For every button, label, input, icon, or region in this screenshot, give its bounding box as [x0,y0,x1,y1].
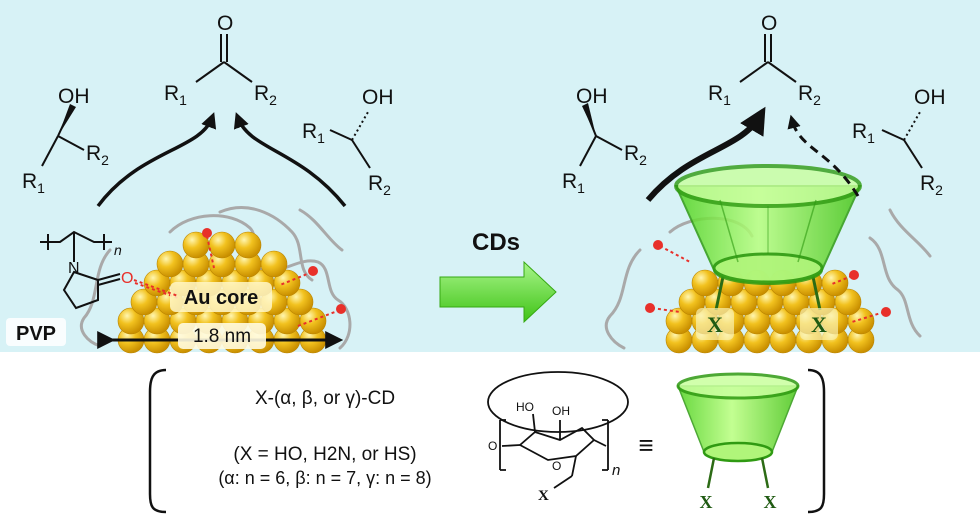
wedge-bond-right [582,103,596,136]
gold-atom [691,269,719,297]
x-anchor-left: X [707,312,723,337]
r-ketone-r1: R1 [708,82,731,108]
ketone-left-r1: R1 [164,82,187,108]
wedge-bond [58,104,76,136]
n-definition-text: (α: n = 6, β: n = 7, γ: n = 8) [218,468,432,488]
struct-oh: OH [552,404,570,418]
pvp-label-bg [6,318,66,346]
x-definition-text: (X = HO, H2N, or HS) [233,444,417,465]
cd-x-left: X [700,492,713,512]
x-anchor-right: X [811,312,827,337]
alcohol-r-right-panel [881,111,923,169]
alcohol-left-oh: OH [58,85,90,108]
alcohol-r-left-panel [329,111,371,169]
oxygen-contacts-right [651,245,885,323]
r-alcohol-right-r2: R2 [920,172,943,198]
bottom-brackets [148,368,826,514]
pvp-o-atom: O [121,270,133,287]
oxidation-arrows-left [96,112,347,208]
alcohol-s-left-panel [41,105,85,167]
cds-arrow-label: CDs [472,229,520,256]
gold-atom [834,288,862,316]
ketone-right-panel [739,34,797,83]
ketone-left-o: O [217,12,233,35]
struct-o-link: O [488,439,497,453]
gold-atom [208,231,236,259]
x-right-bg [800,308,838,340]
pvp-n-atom: N [68,260,80,277]
gold-atom [260,250,288,278]
r-alcohol-left-r2: R2 [624,142,647,168]
ketone-left-panel [195,34,253,83]
pvp-subscript-n: n [114,242,122,258]
alcohol-right-r2: R2 [368,172,391,198]
n-definition-line: (α: n = 6, β: n = 7, γ: n = 8) [165,468,485,489]
cd-name-line: X-(α, β, or γ)-CD [190,388,460,410]
oxygen-atoms-right [645,240,891,317]
equivalence-sign: ≡ [638,430,653,460]
gold-atom [234,231,262,259]
glucose-unit-structure [487,371,629,489]
gold-atom [273,269,301,297]
gold-atom [156,250,184,278]
cds-reaction-arrow [439,260,557,324]
alcohol-left-r1: R1 [22,170,45,196]
cyclodextrin-cone-top [674,164,862,285]
x-definition-line: (X = HO, H2N, or HS) [190,444,460,466]
r-alcohol-left-r1: R1 [562,170,585,196]
alcohol-right-r1: R1 [302,120,325,146]
scale-label-bg [178,323,266,349]
alcohol-right-oh: OH [362,86,394,109]
r-ketone-r2: R2 [798,82,821,108]
oxidation-arrows-right [645,106,860,202]
au-core-label: Au core [184,287,258,309]
gold-atom [847,307,875,335]
alcohol-left-r2: R2 [86,142,109,168]
cd-name-text: X-(α, β, or γ)-CD [254,388,396,409]
r-alcohol-left-oh: OH [576,85,608,108]
au-core-label-bg [170,282,272,312]
struct-x: X [538,488,549,504]
x-left-bg [696,308,734,340]
oxygen-atoms-left [202,228,346,314]
pvp-o-contact [133,279,179,297]
r-alcohol-right-r1: R1 [852,120,875,146]
r-alcohol-right-oh: OH [914,86,946,109]
struct-o-ring: O [552,459,561,473]
r-ketone-o: O [761,12,777,35]
gold-atom [286,288,314,316]
cd-x-right: X [764,492,777,512]
scale-label: 1.8 nm [193,326,251,347]
pvp-monomer-structure [40,230,121,310]
struct-subscript-n: n [612,462,620,479]
pvp-label: PVP [16,323,56,345]
struct-ho: HO [516,400,534,414]
cyclodextrin-cone-small [676,372,800,489]
ketone-left-r2: R2 [254,82,277,108]
